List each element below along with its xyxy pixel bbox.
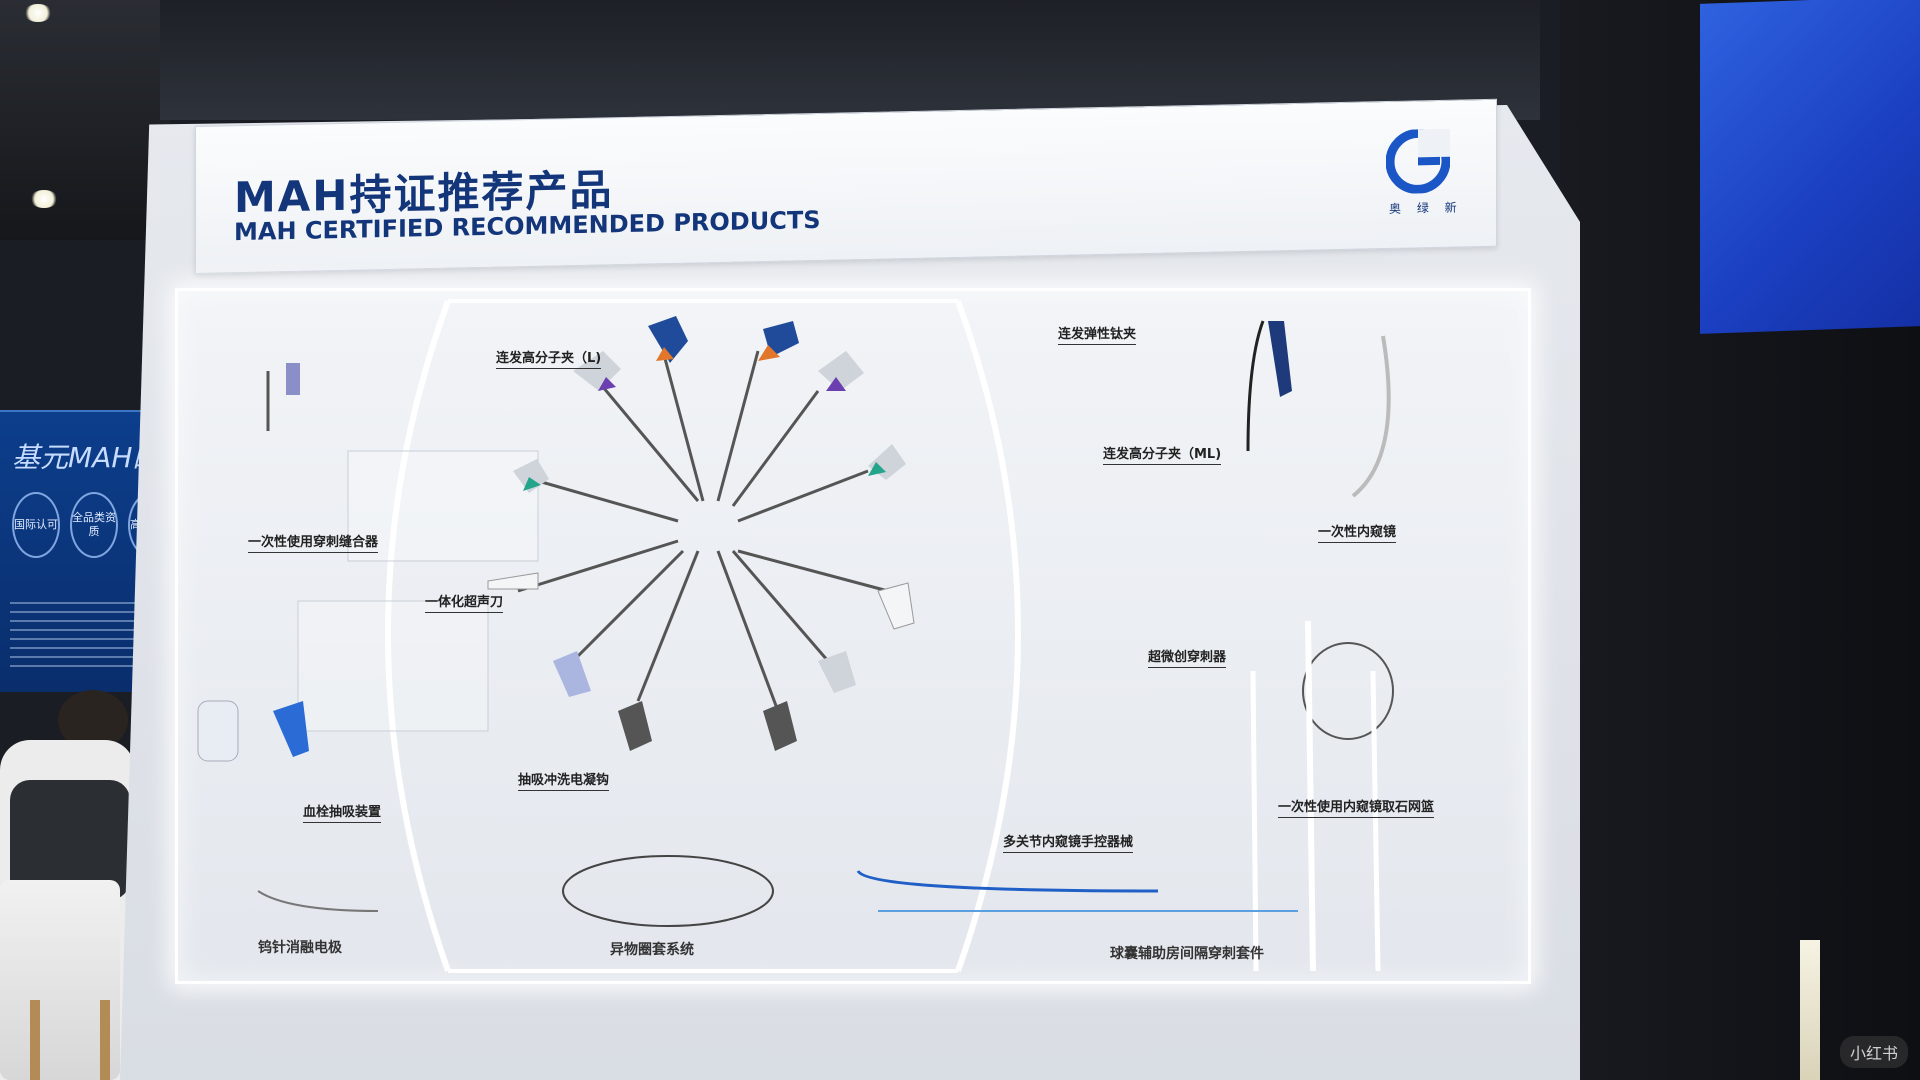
label-balloon-septal-puncture-kit: 球囊辅助房间隔穿刺套件 xyxy=(1110,946,1264,962)
label-suction-irrigation-hook: 抽吸冲洗电凝钩 xyxy=(518,769,610,791)
product-display-case: 连发高分子夹（L) 连发弹性钛夹 连发高分子夹（ML) 一次性使用穿刺缝合器 一… xyxy=(175,288,1531,984)
label-foreign-body-snare: 异物圈套系统 xyxy=(610,942,694,958)
glow-ring-left xyxy=(385,299,451,972)
blue-clip-handle xyxy=(648,316,688,363)
snare-loop xyxy=(562,855,774,927)
side-board-body-text xyxy=(10,602,138,672)
side-promo-board: 基元MAH的优势 国际认可 全品类资质 高效合规 xyxy=(0,410,216,692)
suction-hook-handle xyxy=(553,651,591,697)
orange-trigger xyxy=(758,345,780,361)
endoscope-cable xyxy=(1246,320,1265,452)
glow-ring-right xyxy=(955,299,1021,972)
septal-puncture-catheter xyxy=(856,870,1159,893)
side-badge: 全品类资质 xyxy=(70,492,118,558)
label-micro-trocar: 超微创穿刺器 xyxy=(1148,646,1227,668)
label-puncture-suture-device: 一次性使用穿刺缝合器 xyxy=(248,531,379,553)
ceiling-light xyxy=(30,190,58,208)
blue-screen xyxy=(1700,0,1920,334)
label-lianfa-titanium-clip: 连发弹性钛夹 xyxy=(1058,323,1137,345)
label-disposable-endoscope: 一次性内窥镜 xyxy=(1318,521,1397,543)
endoscope-tube xyxy=(1351,335,1391,498)
aspiration-bag xyxy=(197,700,239,762)
watermark: 小红书 xyxy=(1840,1036,1909,1068)
label-ultrasonic-scalpel: 一体化超声刀 xyxy=(425,591,504,613)
label-lianfa-polymer-clip-l: 连发高分子夹（L) xyxy=(496,347,602,369)
orange-trigger xyxy=(656,347,674,361)
brand-logo-icon xyxy=(1386,128,1450,194)
grey-clip-handle xyxy=(818,351,864,391)
ceiling-light xyxy=(24,4,52,22)
display-light-bar xyxy=(1370,670,1381,972)
display-light-bar xyxy=(1305,620,1316,972)
scissor-handle xyxy=(763,701,797,751)
suture-device-head xyxy=(286,363,300,395)
ultrasonic-scalpel xyxy=(487,572,539,590)
grey-device-handle xyxy=(818,651,856,693)
chair-leg xyxy=(100,1000,110,1080)
thrombus-aspiration-device xyxy=(273,701,309,757)
display-light-bar xyxy=(1250,670,1259,972)
purple-trigger xyxy=(826,377,846,391)
chair-leg xyxy=(30,1000,40,1080)
header-banner: MAH持证推荐产品 MAH CERTIFIED RECOMMENDED PROD… xyxy=(195,98,1497,274)
acrylic-shelf xyxy=(347,450,539,562)
endoscope-handle xyxy=(1268,321,1292,397)
label-lianfa-polymer-clip-ml: 连发高分子夹（ML) xyxy=(1103,443,1222,465)
label-thrombus-aspiration: 血栓抽吸装置 xyxy=(303,801,382,823)
light-pole xyxy=(1800,940,1820,1080)
green-trigger xyxy=(523,477,541,491)
ceiling xyxy=(0,0,170,240)
acrylic-shelf xyxy=(297,600,489,732)
instrument-shafts xyxy=(517,350,889,712)
wall-top-dark xyxy=(160,0,1540,120)
stone-basket-loop xyxy=(1302,642,1394,740)
label-stone-retrieval-basket: 一次性使用内窥镜取石网篮 xyxy=(1278,796,1435,818)
purple-trigger xyxy=(598,377,616,391)
trocar-device xyxy=(877,582,915,630)
scissor-handle xyxy=(618,701,652,751)
electrode-cable xyxy=(257,890,379,912)
label-multi-joint-instrument: 多关节内窥镜手控器械 xyxy=(1003,831,1134,853)
green-trigger xyxy=(868,462,886,476)
label-ablation-electrode: 钨针消融电极 xyxy=(258,940,342,956)
blue-clip-handle xyxy=(763,321,799,357)
display-artwork xyxy=(197,299,1394,973)
brand-logo-text: 奥 绿 新 xyxy=(1389,200,1463,216)
side-badge: 国际认可 xyxy=(12,492,60,558)
